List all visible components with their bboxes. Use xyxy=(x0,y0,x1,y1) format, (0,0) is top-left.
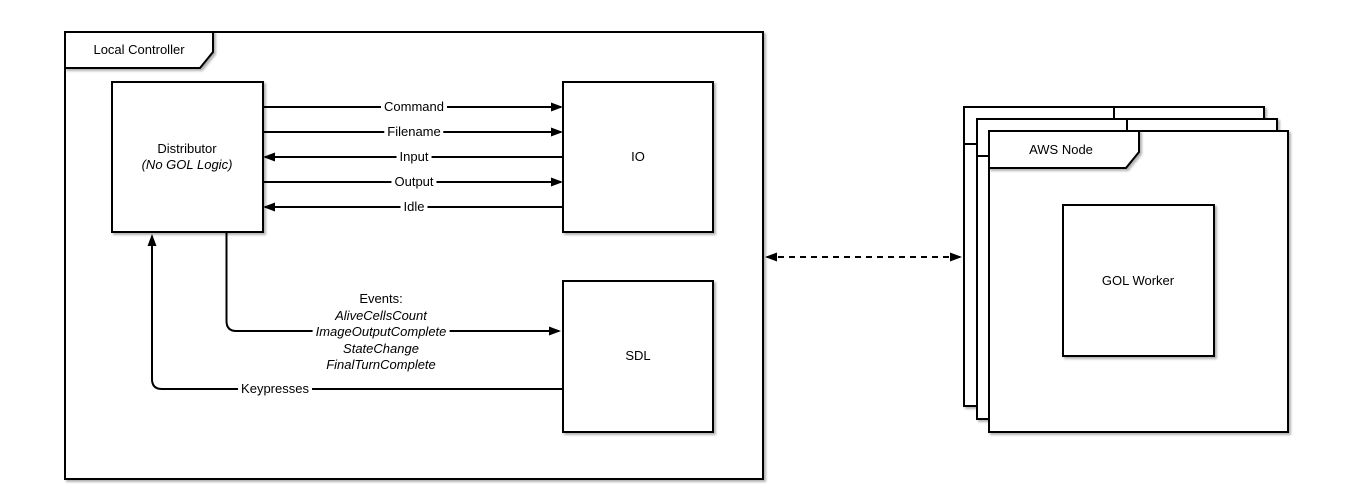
local-controller-label: Local Controller xyxy=(93,42,185,57)
command-label: Command xyxy=(381,99,447,115)
input-label: Input xyxy=(396,149,432,165)
distributor-subtitle: (No GOL Logic) xyxy=(141,157,233,172)
filename-label: Filename xyxy=(384,124,444,140)
event-item-alive-cells-count: AliveCellsCount xyxy=(335,307,427,323)
event-item-final-turn-complete: FinalTurnComplete xyxy=(326,356,436,372)
sdl-label: SDL xyxy=(625,348,651,363)
events-label: Events: AliveCellsCount ImageOutputCompl… xyxy=(312,290,450,374)
event-item-image-output-complete: ImageOutputComplete xyxy=(315,323,447,339)
events-heading: Events: xyxy=(359,290,403,306)
local-controller-tab xyxy=(64,31,214,69)
keypresses-arrow xyxy=(147,234,563,390)
events-arrow xyxy=(225,232,561,336)
gol-worker-box xyxy=(1062,204,1215,357)
sdl-box xyxy=(562,280,714,433)
io-box xyxy=(562,81,714,233)
distributor-box xyxy=(111,81,264,233)
distributor-label: Distributor (No GOL Logic) xyxy=(142,141,233,173)
aws-node-label: AWS Node xyxy=(1029,142,1093,157)
event-item-state-change: StateChange xyxy=(343,340,419,356)
gol-worker-label: GOL Worker xyxy=(1101,273,1175,288)
io-label: IO xyxy=(631,149,645,164)
idle-label: Idle xyxy=(400,199,428,215)
aws-node-front-tab xyxy=(988,130,1140,169)
distributor-title: Distributor xyxy=(157,141,217,156)
output-label: Output xyxy=(391,174,437,190)
keypresses-label: Keypresses xyxy=(238,381,312,397)
